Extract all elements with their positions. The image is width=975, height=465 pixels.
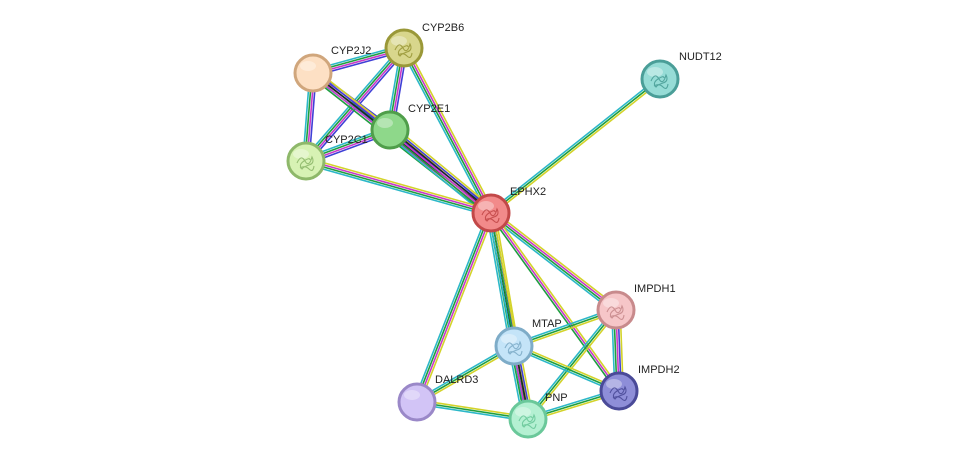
- protein-structure-icon: [296, 155, 315, 171]
- edge-evidence-line: [305, 159, 493, 213]
- node-ephx2[interactable]: EPHX2: [471, 186, 546, 233]
- edge-evidence-line: [492, 209, 619, 309]
- node-highlight: [404, 390, 420, 400]
- node-cyp2b6[interactable]: CYP2B6: [384, 22, 464, 68]
- edge-ephx2-dalrd3[interactable]: [413, 211, 495, 404]
- node-circle[interactable]: [370, 110, 410, 150]
- protein-structure-icon: [481, 207, 500, 223]
- node-circle[interactable]: [293, 53, 333, 93]
- protein-structure-icon: [606, 304, 625, 320]
- node-highlight: [647, 67, 663, 77]
- node-highlight: [377, 118, 393, 128]
- node-circle[interactable]: [599, 371, 639, 411]
- edge-evidence-line: [385, 133, 489, 218]
- edge-evidence-line: [525, 307, 616, 419]
- node-label: IMPDH2: [638, 364, 680, 376]
- node-circle[interactable]: [640, 59, 680, 99]
- protein-structure-icon: [518, 413, 537, 429]
- edge-cyp2b6-ephx2[interactable]: [400, 45, 495, 216]
- edge-cyp2c19-ephx2[interactable]: [304, 157, 493, 217]
- edge-evidence-line: [304, 163, 491, 217]
- edge-evidence-line: [392, 125, 496, 210]
- edge-evidence-line: [527, 309, 617, 420]
- node-label: CYP2E1: [408, 103, 450, 115]
- edge-evidence-line: [419, 213, 495, 404]
- node-highlight: [300, 61, 316, 71]
- node-highlight: [603, 298, 619, 308]
- edge-evidence-line: [404, 46, 493, 214]
- node-label: MTAP: [532, 318, 562, 330]
- edge-evidence-line: [528, 310, 619, 422]
- edges-layer: [302, 44, 663, 422]
- edge-evidence-line: [400, 48, 490, 216]
- node-circle[interactable]: [471, 193, 511, 233]
- edge-evidence-line: [488, 214, 615, 314]
- node-cyp2j2[interactable]: CYP2J2: [293, 45, 371, 93]
- node-mtap[interactable]: MTAP: [494, 318, 562, 366]
- node-circle[interactable]: [494, 326, 534, 366]
- node-label: PNP: [545, 392, 568, 404]
- node-label: CYP2J2: [331, 45, 371, 57]
- edge-nudt12-ephx2[interactable]: [488, 76, 663, 216]
- edge-evidence-line: [488, 76, 660, 213]
- edge-evidence-line: [415, 211, 491, 403]
- edge-evidence-line: [489, 213, 617, 312]
- protein-structure-icon: [394, 42, 413, 58]
- node-highlight: [293, 149, 309, 159]
- edge-evidence-line: [491, 79, 663, 216]
- node-label: CYP2B6: [422, 22, 464, 34]
- node-circle[interactable]: [508, 399, 548, 439]
- edge-evidence-line: [491, 210, 622, 391]
- edge-evidence-line: [490, 211, 618, 310]
- node-label: DALRD3: [435, 374, 478, 386]
- node-circle[interactable]: [397, 382, 437, 422]
- node-label: IMPDH1: [634, 283, 676, 295]
- node-dalrd3[interactable]: DALRD3: [397, 374, 478, 422]
- protein-structure-icon: [504, 340, 523, 356]
- edge-ephx2-impdh1[interactable]: [488, 209, 619, 314]
- node-circle[interactable]: [384, 28, 424, 68]
- node-highlight: [478, 201, 494, 211]
- node-impdh2[interactable]: IMPDH2: [599, 364, 680, 411]
- node-nudt12[interactable]: NUDT12: [640, 51, 722, 99]
- protein-structure-icon: [650, 73, 669, 89]
- edge-evidence-line: [304, 161, 492, 215]
- edge-impdh1-pnp[interactable]: [525, 307, 619, 422]
- edge-evidence-line: [405, 45, 495, 213]
- node-highlight: [501, 334, 517, 344]
- edge-evidence-line: [389, 128, 493, 213]
- edge-evidence-line: [490, 78, 661, 214]
- edge-evidence-line: [388, 130, 492, 215]
- node-highlight: [606, 379, 622, 389]
- edge-evidence-line: [306, 157, 493, 211]
- node-circle[interactable]: [596, 290, 636, 330]
- edge-evidence-line: [387, 131, 490, 217]
- edge-evidence-line: [494, 211, 519, 347]
- node-cyp2e1[interactable]: CYP2E1: [370, 103, 450, 150]
- node-label: NUDT12: [679, 51, 722, 63]
- edge-evidence-line: [417, 212, 493, 404]
- node-highlight: [391, 36, 407, 46]
- node-impdh1[interactable]: IMPDH1: [596, 283, 676, 330]
- edge-evidence-line: [402, 47, 491, 215]
- node-cyp2c19[interactable]: CYP2C1: [286, 134, 368, 181]
- edge-evidence-line: [488, 213, 619, 394]
- edge-evidence-line: [490, 212, 620, 392]
- node-highlight: [515, 407, 531, 417]
- protein-structure-icon: [609, 385, 628, 401]
- node-circle[interactable]: [286, 141, 326, 181]
- edge-evidence-line: [391, 126, 494, 212]
- edge-evidence-line: [304, 46, 405, 162]
- edge-evidence-line: [413, 211, 489, 402]
- edge-evidence-line: [486, 212, 511, 348]
- edge-cyp2e1-ephx2[interactable]: [385, 125, 496, 218]
- edge-ephx2-impdh2[interactable]: [488, 210, 622, 394]
- node-pnp[interactable]: PNP: [508, 392, 568, 439]
- node-label: CYP2C1: [325, 134, 368, 146]
- node-label: EPHX2: [510, 186, 546, 198]
